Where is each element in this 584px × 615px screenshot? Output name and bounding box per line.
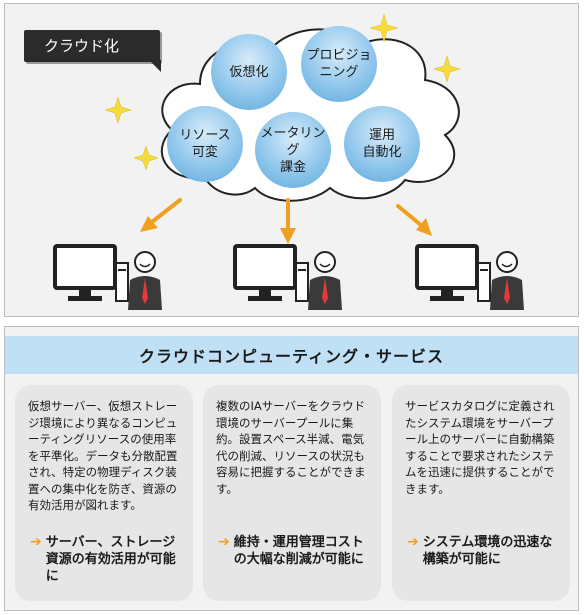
arrow-right-icon: ➔: [218, 534, 230, 550]
cloud-label: クラウド化: [24, 30, 161, 72]
sparkle-icon: [433, 55, 461, 83]
workstation-user-1: [53, 244, 162, 310]
feature-automation: 運用 自動化: [344, 106, 420, 182]
sparkle-icon: [104, 96, 132, 124]
feature-virtualization: 仮想化: [211, 34, 287, 110]
arrow-down-right-icon: [396, 204, 432, 236]
feature-metering-billing: メータリング 課金: [255, 112, 331, 188]
service-card-1: [15, 385, 193, 601]
service-card-2-body: 複数のIAサーバーをクラウド環境のサーバープールに集約。設置スペース半減、電気代…: [216, 399, 366, 496]
sparkle-icon: [369, 13, 399, 43]
service-card-3-benefit: ➔ システム環境の迅速な構築が可能に: [407, 534, 557, 568]
sparkle-icon: [133, 145, 159, 171]
arrow-down-icon: [280, 198, 296, 244]
service-card-1-highlight: サーバー、ストレージ資源の有効活用が可能に: [45, 535, 176, 584]
service-card-1-body: 仮想サーバー、仮想ストレージ環境により異なるコンピューティングリソースの使用率を…: [28, 399, 178, 512]
service-card-2: [203, 385, 381, 601]
arrow-right-icon: ➔: [407, 534, 419, 550]
service-title: クラウドコンピューティング・サービス: [5, 336, 578, 374]
workstation-user-2: [233, 244, 342, 310]
arrow-down-left-icon: [140, 198, 182, 232]
feature-provisioning: プロビジョ ニング: [301, 26, 377, 102]
service-card-1-benefit: ➔ サーバー、ストレージ資源の有効活用が可能に: [30, 534, 180, 585]
service-card-2-benefit: ➔ 維持・運用管理コストの大幅な削減が可能に: [218, 534, 370, 568]
workstation-user-3: [415, 244, 524, 310]
arrow-right-icon: ➔: [30, 534, 42, 550]
service-card-3-highlight: システム環境の迅速な構築が可能に: [422, 535, 553, 567]
feature-resource-variable: リソース 可変: [167, 106, 243, 182]
service-card-3: [392, 385, 570, 601]
service-card-2-highlight: 維持・運用管理コストの大幅な削減が可能に: [233, 535, 364, 567]
service-card-3-body: サービスカタログに定義されたシステム環境をサーバープール上のサーバーに自動構築す…: [405, 399, 555, 496]
